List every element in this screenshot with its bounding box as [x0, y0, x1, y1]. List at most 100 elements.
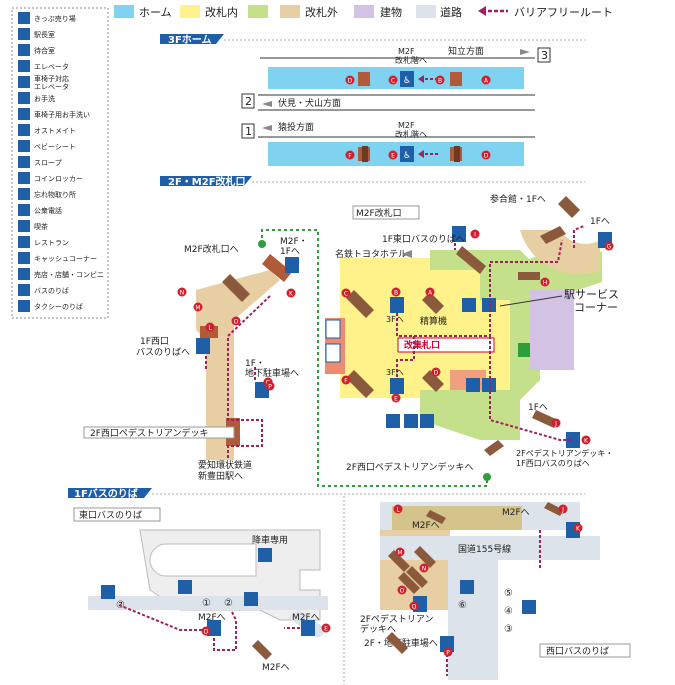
sanshinkan-label: 参合館・1Fへ — [490, 193, 546, 205]
marker-f — [345, 150, 355, 160]
alight-only: 降車専用 — [252, 534, 288, 546]
marker-b — [435, 75, 445, 85]
marker-letter: K — [576, 526, 581, 533]
cashing-icon — [18, 252, 30, 264]
marker-a — [481, 75, 491, 85]
coin-locker-icon — [18, 172, 30, 184]
stop-1: ① — [202, 598, 211, 609]
to-m2f-a: M2Fへ — [198, 613, 226, 623]
svg-text:♿: ♿ — [403, 76, 411, 86]
marker-o — [397, 585, 407, 595]
cafe-icon — [18, 220, 30, 232]
m2f-1f-label: M2F・1Fへ — [280, 237, 308, 257]
m2f-gate-label: M2F改札口 — [356, 207, 402, 219]
ticket-icon — [18, 12, 30, 24]
stop-3: ③ — [504, 624, 513, 635]
waiting-room-icon — [18, 44, 30, 56]
marker-letter: A — [484, 78, 489, 85]
service-icons — [386, 298, 530, 428]
marker-l — [393, 504, 403, 514]
section-2f-gate: 2F・M2F改札口 2F西口ペデストリアンデッキ 改集札口 — [83, 175, 619, 487]
dir-chiryu: 知立方面 — [448, 45, 484, 57]
marker-b — [391, 287, 401, 297]
to-1f-right: 1Fへ — [528, 403, 548, 413]
marker-h — [540, 277, 550, 287]
marker-letter: J — [554, 421, 557, 428]
to-m2f-e: M2Fへ — [502, 508, 530, 518]
east-bus-title: 東口バスのりば — [79, 509, 142, 521]
wheelchair-restroom-icon — [18, 108, 30, 120]
bus-icon — [522, 600, 536, 614]
legend-outside: 改札外 — [305, 5, 338, 19]
marker-letter: E — [391, 153, 395, 160]
marker-letter: L — [208, 325, 212, 332]
marker-e — [321, 623, 331, 633]
marker-letter: E — [324, 626, 328, 633]
dir-sanage: 猿投方面 — [278, 121, 314, 133]
marker-letter: E — [394, 396, 398, 403]
deck2f-label: 2Fペデストリアンデッキへ — [360, 613, 434, 635]
marker-e — [391, 393, 401, 403]
marker-j — [558, 504, 568, 514]
marker-letter: D — [204, 629, 209, 636]
shin-toyota-label: 愛知環状鉄道新豊田駅へ — [198, 459, 252, 482]
taxi-icon — [18, 300, 30, 312]
legend-side-label: エレベータ — [34, 62, 69, 71]
legend-top: ホーム 改札内 改札外 建物 道路 バリアフリールート — [114, 5, 613, 19]
gate-label: 改集札口 — [404, 339, 440, 351]
legend-side-label: 売店・店舗・コンビニ — [34, 270, 104, 279]
marker-letter: D — [484, 153, 489, 160]
section-title-1f: 1Fバスのりば — [74, 487, 138, 500]
marker-k — [573, 523, 583, 533]
track-2: 2 — [245, 95, 252, 108]
legend-road: 道路 — [440, 5, 462, 19]
marker-l — [205, 322, 215, 332]
taxi-icon — [178, 580, 192, 594]
bus-icon — [18, 284, 30, 296]
legend-side-label: 忘れ物取り所 — [34, 190, 76, 199]
to-3f-a: 3Fへ — [386, 315, 404, 324]
stop-2: ② — [224, 598, 233, 609]
to-m2f-b: M2Fへ — [292, 613, 320, 623]
slope-icon — [18, 156, 30, 168]
marker-d — [345, 75, 355, 85]
svg-text:♿: ♿ — [403, 151, 411, 161]
barrier-free-route — [205, 225, 585, 460]
marker-m — [193, 302, 203, 312]
to-m2f-c: M2Fへ — [262, 663, 290, 673]
west-bus-label: 1F西口バスのりばへ — [136, 336, 190, 358]
marker-letter: C — [344, 291, 348, 298]
bus-icon — [258, 548, 272, 562]
concourse-stairs — [346, 196, 580, 456]
parking-label: 1F・地下駐車場へ — [245, 359, 299, 379]
stop-5: ⑤ — [504, 588, 513, 599]
marker-letter: G — [607, 244, 612, 251]
legend-side-label: スロープ — [34, 159, 62, 167]
legend-side-label: オストメイト — [34, 127, 76, 135]
marker-f — [341, 375, 351, 385]
legend-side-label: ベビーシート — [34, 142, 76, 151]
marker-letter: C — [391, 78, 395, 85]
marker-letter: D — [434, 370, 439, 377]
marker-letter: F — [344, 378, 348, 385]
service-corner-label: 駅サービスコーナー — [564, 288, 619, 314]
marker-g — [604, 241, 614, 251]
marker-letter: N — [422, 566, 427, 573]
hotel-label: 名鉄トヨタホテル — [335, 248, 407, 260]
marker-letter: A — [428, 290, 433, 297]
marker-p — [443, 647, 453, 657]
marker-d — [201, 626, 211, 636]
marker-letter: K — [289, 291, 294, 298]
elevator-icon — [18, 60, 30, 72]
marker-q — [409, 601, 419, 611]
marker-n — [177, 287, 187, 297]
marker-letter: N — [180, 290, 185, 297]
legend-side-label: 駅長室 — [34, 30, 55, 39]
station-master-icon — [18, 28, 30, 40]
legend-side-label: 車椅子用お手洗い — [34, 110, 90, 119]
marker-a — [425, 287, 435, 297]
marker-i — [470, 229, 480, 239]
marker-letter: B — [394, 290, 398, 297]
